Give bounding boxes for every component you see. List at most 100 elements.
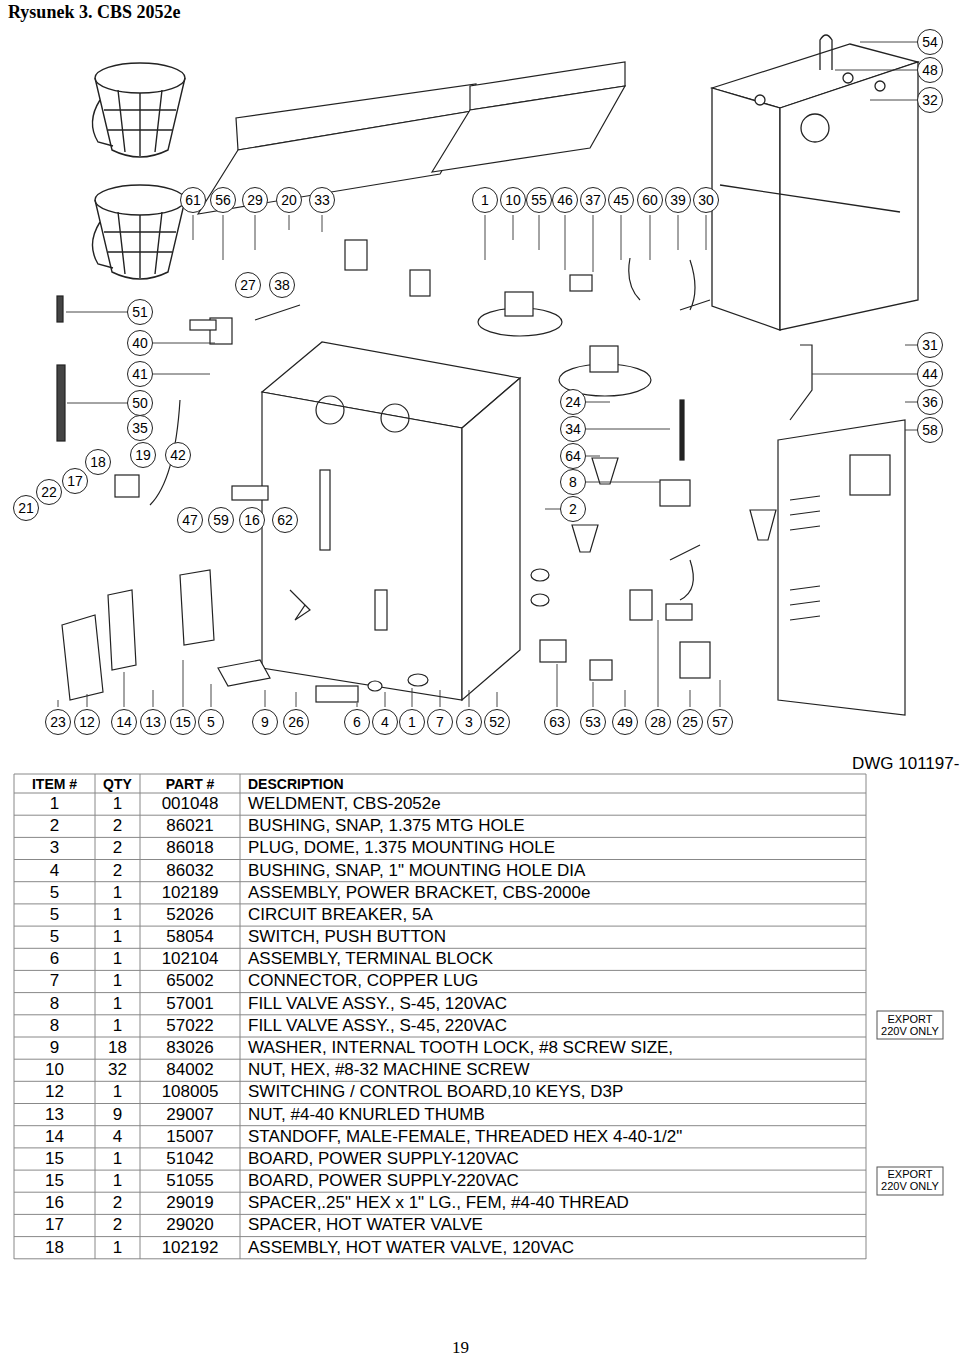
quantity-cell: 18: [95, 1037, 140, 1059]
description-cell: SWITCH, PUSH BUTTON: [248, 926, 866, 948]
item-number-cell: 16: [14, 1192, 95, 1214]
callout-number: 19: [130, 442, 156, 468]
quantity-cell: 1: [95, 1237, 140, 1259]
item-number-cell: 8: [14, 1015, 95, 1037]
callout-number: 62: [272, 507, 298, 533]
part-number-cell: 86018: [140, 837, 240, 859]
description-cell: ASSEMBLY, POWER BRACKET, CBS-2000e: [248, 882, 866, 904]
callout-number: 23: [45, 709, 71, 735]
callout-number: 7: [427, 709, 453, 735]
side-panel: [778, 420, 905, 715]
part-number-cell: 001048: [140, 793, 240, 815]
callout-number: 56: [210, 187, 236, 213]
quantity-cell: 1: [95, 970, 140, 992]
callout-number: 54: [917, 29, 943, 55]
quantity-cell: 2: [95, 860, 140, 882]
quantity-cell: 1: [95, 1170, 140, 1192]
description-cell: FILL VALVE ASSY., S-45, 120VAC: [248, 993, 866, 1015]
drawing-number: DWG 101197-B: [852, 754, 960, 774]
callout-number: 28: [645, 709, 671, 735]
quantity-cell: 32: [95, 1059, 140, 1081]
table-header: QTY: [95, 774, 140, 794]
callout-number: 41: [127, 361, 153, 387]
callout-number: 24: [560, 389, 586, 415]
callout-number: 63: [544, 709, 570, 735]
figure-title: Rysunek 3. CBS 2052e: [8, 2, 180, 23]
callout-number: 59: [208, 507, 234, 533]
part-number-cell: 65002: [140, 970, 240, 992]
callout-number: 26: [283, 709, 309, 735]
item-number-cell: 12: [14, 1081, 95, 1103]
funnels-valves: [115, 240, 812, 620]
description-cell: SWITCHING / CONTROL BOARD,10 KEYS, D3P: [248, 1081, 866, 1103]
item-number-cell: 5: [14, 926, 95, 948]
item-number-cell: 15: [14, 1148, 95, 1170]
callout-number: 14: [111, 709, 137, 735]
part-number-cell: 108005: [140, 1081, 240, 1103]
quantity-cell: 9: [95, 1104, 140, 1126]
quantity-cell: 1: [95, 1015, 140, 1037]
callout-number: 22: [36, 479, 62, 505]
quantity-cell: 2: [95, 1214, 140, 1236]
part-number-cell: 102192: [140, 1237, 240, 1259]
lid-panels: [198, 62, 625, 214]
callout-number: 25: [677, 709, 703, 735]
callout-number: 40: [127, 330, 153, 356]
callout-number: 38: [269, 272, 295, 298]
callout-number: 27: [235, 272, 261, 298]
callout-number: 51: [127, 299, 153, 325]
quantity-cell: 1: [95, 904, 140, 926]
description-cell: NUT, HEX, #8-32 MACHINE SCREW: [248, 1059, 866, 1081]
callout-number: 13: [140, 709, 166, 735]
brew-baskets: [92, 63, 185, 279]
callout-number: 8: [560, 469, 586, 495]
description-cell: STANDOFF, MALE-FEMALE, THREADED HEX 4-40…: [248, 1126, 866, 1148]
item-number-cell: 8: [14, 993, 95, 1015]
callout-number: 1: [399, 709, 425, 735]
part-number-cell: 102104: [140, 948, 240, 970]
quantity-cell: 2: [95, 1192, 140, 1214]
callout-number: 9: [252, 709, 278, 735]
part-number-cell: 102189: [140, 882, 240, 904]
part-number-cell: 57022: [140, 1015, 240, 1037]
callout-number: 42: [165, 442, 191, 468]
description-cell: BOARD, POWER SUPPLY-220VAC: [248, 1170, 866, 1192]
quantity-cell: 1: [95, 793, 140, 815]
description-cell: FILL VALVE ASSY., S-45, 220VAC: [248, 1015, 866, 1037]
description-cell: WELDMENT, CBS-2052e: [248, 793, 866, 815]
callout-number: 50: [127, 390, 153, 416]
quantity-cell: 1: [95, 1081, 140, 1103]
quantity-cell: 4: [95, 1126, 140, 1148]
description-cell: BUSHING, SNAP, 1" MOUNTING HOLE DIA: [248, 860, 866, 882]
tank: [712, 35, 918, 330]
part-number-cell: 86032: [140, 860, 240, 882]
description-cell: ASSEMBLY, TERMINAL BLOCK: [248, 948, 866, 970]
item-number-cell: 15: [14, 1170, 95, 1192]
export-note: EXPORT 220V ONLY: [878, 1013, 942, 1037]
callout-number: 49: [612, 709, 638, 735]
item-number-cell: 6: [14, 948, 95, 970]
leader-lines: [58, 42, 917, 707]
callout-number: 45: [608, 187, 634, 213]
export-note: EXPORT 220V ONLY: [878, 1168, 942, 1192]
boards: [57, 296, 710, 702]
callout-number: 60: [637, 187, 663, 213]
callout-number: 6: [344, 709, 370, 735]
description-cell: SPACER,.25" HEX x 1" LG., FEM, #4-40 THR…: [248, 1192, 866, 1214]
part-number-cell: 51055: [140, 1170, 240, 1192]
part-number-cell: 52026: [140, 904, 240, 926]
callout-number: 2: [560, 496, 586, 522]
callout-number: 17: [62, 468, 88, 494]
part-number-cell: 84002: [140, 1059, 240, 1081]
callout-number: 21: [13, 495, 39, 521]
callout-number: 29: [242, 187, 268, 213]
table-header: DESCRIPTION: [248, 774, 866, 794]
callout-number: 3: [456, 709, 482, 735]
description-cell: CIRCUIT BREAKER, 5A: [248, 904, 866, 926]
item-number-cell: 18: [14, 1237, 95, 1259]
quantity-cell: 2: [95, 815, 140, 837]
callout-number: 57: [707, 709, 733, 735]
table-header: ITEM #: [14, 774, 95, 794]
quantity-cell: 1: [95, 926, 140, 948]
item-number-cell: 1: [14, 793, 95, 815]
